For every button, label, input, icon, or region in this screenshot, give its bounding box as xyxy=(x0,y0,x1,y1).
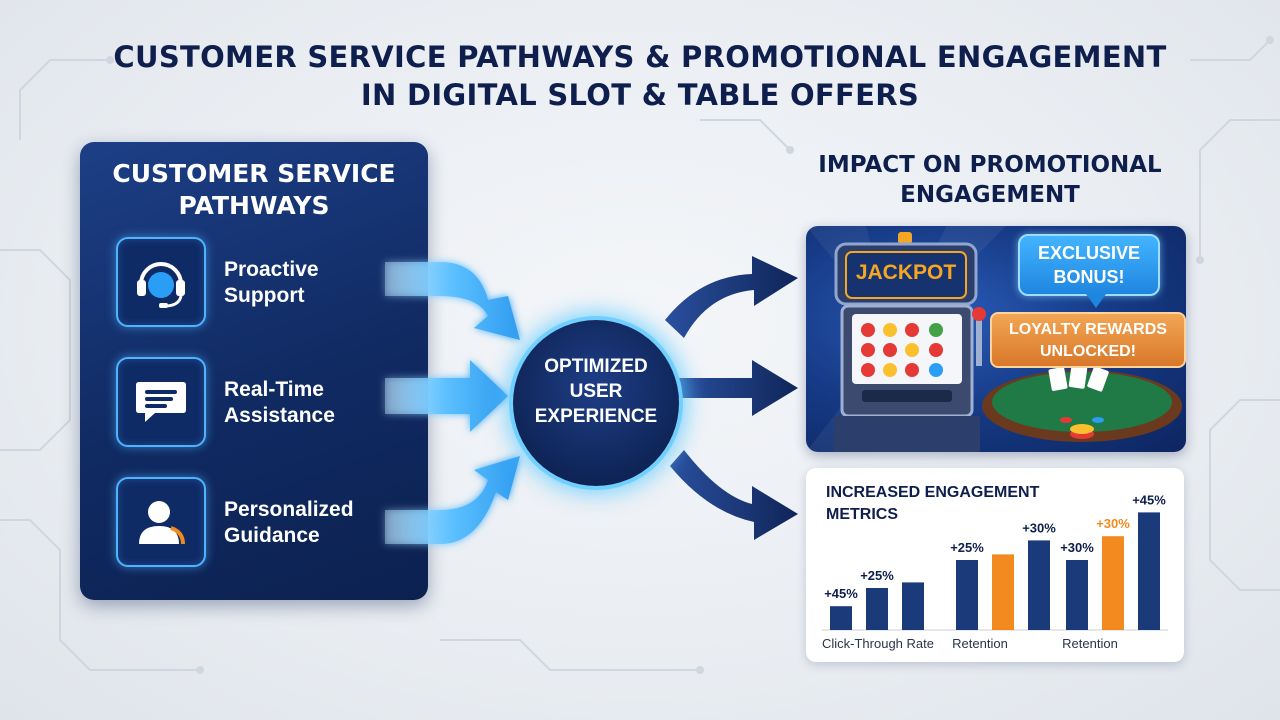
chart-category-label: Retention xyxy=(952,636,1008,651)
page-title-line1: CUSTOMER SERVICE PATHWAYS & PROMOTIONAL … xyxy=(113,40,1167,74)
loyalty-line2: UNLOCKED! xyxy=(1040,343,1136,360)
slot-reels xyxy=(861,323,943,377)
impact-title: IMPACT ON PROMOTIONAL ENGAGEMENT xyxy=(790,150,1190,210)
chart-data-label: +25% xyxy=(950,540,984,555)
pathway-label-line1: Real-Time xyxy=(224,378,324,401)
beacon-light-icon xyxy=(898,232,912,244)
pathway-label: Personalized Guidance xyxy=(224,497,354,549)
customer-service-panel: CUSTOMER SERVICE PATHWAYS Proactive Supp… xyxy=(80,142,428,600)
chart-bar xyxy=(902,582,924,630)
pathway-label-line2: Support xyxy=(224,284,305,307)
arrow-personalized-to-hub xyxy=(385,456,520,544)
chart-bar xyxy=(830,606,852,630)
pathway-label-line1: Proactive xyxy=(224,258,319,281)
pathway-label-line1: Personalized xyxy=(224,498,354,521)
chart-data-label: +45% xyxy=(1132,492,1166,507)
chart-category-label: Click-Through Rate xyxy=(822,636,934,651)
pathway-personalized-guidance: Personalized Guidance xyxy=(116,477,416,567)
jackpot-label: JACKPOT xyxy=(855,261,957,284)
chart-bar xyxy=(1066,560,1088,630)
bonus-line1: EXCLUSIVE xyxy=(1037,243,1141,263)
chart-data-label: +45% xyxy=(824,586,858,601)
panel-title-line1: CUSTOMER SERVICE xyxy=(112,159,396,188)
arrow-realtime-to-hub xyxy=(385,360,508,432)
chart-bar xyxy=(992,554,1014,630)
pathway-label-line2: Guidance xyxy=(224,524,320,547)
chart-bar xyxy=(1102,536,1124,630)
chart-category-label: Retention xyxy=(1062,636,1118,651)
impact-title-line2: ENGAGEMENT xyxy=(900,182,1080,208)
user-icon xyxy=(116,477,206,567)
pathway-label: Proactive Support xyxy=(224,257,319,309)
chart-data-label: +25% xyxy=(860,568,894,583)
chat-icon xyxy=(116,357,206,447)
optimized-user-experience-hub: OPTIMIZED USER EXPERIENCE xyxy=(513,320,679,486)
chart-data-label: +30% xyxy=(1060,540,1094,555)
loyalty-line1: LOYALTY REWARDS xyxy=(1009,321,1167,338)
page-title: CUSTOMER SERVICE PATHWAYS & PROMOTIONAL … xyxy=(0,38,1280,114)
chart-title-line2: METRICS xyxy=(826,506,898,523)
panel-title: CUSTOMER SERVICE PATHWAYS xyxy=(80,158,428,222)
slot-machine-illustration xyxy=(806,226,1182,452)
chart-title-line1: INCREASED ENGAGEMENT xyxy=(826,484,1040,501)
chart-data-label: +30% xyxy=(1022,520,1056,535)
bonus-line2: BONUS! xyxy=(1053,267,1125,287)
hub-label: OPTIMIZED USER EXPERIENCE xyxy=(513,354,679,429)
panel-title-line2: PATHWAYS xyxy=(178,191,330,220)
arrow-hub-to-promo-top xyxy=(665,256,798,338)
arrow-proactive-to-hub xyxy=(385,262,520,340)
slot-lever-icon xyxy=(972,307,986,321)
headset-icon xyxy=(116,237,206,327)
hub-label-line3: EXPERIENCE xyxy=(534,406,658,427)
engagement-bar-chart: +45%+25%Click-Through Rate+25%+30%Retent… xyxy=(822,492,1168,651)
chart-bar xyxy=(956,560,978,630)
hub-label-line1: OPTIMIZED xyxy=(544,356,648,377)
pathway-real-time-assistance: Real-Time Assistance xyxy=(116,357,416,447)
pathway-label-line2: Assistance xyxy=(224,404,335,427)
pathway-proactive-support: Proactive Support xyxy=(116,237,416,327)
chart-bar xyxy=(866,588,888,630)
hub-label-line2: USER xyxy=(569,381,623,402)
impact-title-line1: IMPACT ON PROMOTIONAL xyxy=(818,152,1162,178)
loyalty-rewards-badge: LOYALTY REWARDS UNLOCKED! xyxy=(990,312,1186,368)
chart-title: INCREASED ENGAGEMENT METRICS xyxy=(826,482,1086,526)
poker-chips-icon xyxy=(1060,417,1104,439)
arrow-hub-to-promo-mid xyxy=(678,360,798,416)
arrow-hub-to-metrics xyxy=(670,450,798,540)
chart-bar xyxy=(1138,512,1160,630)
pathway-label: Real-Time Assistance xyxy=(224,377,335,429)
chart-data-label: +30% xyxy=(1096,516,1130,531)
page-title-line2: IN DIGITAL SLOT & TABLE OFFERS xyxy=(360,78,920,112)
chart-bar xyxy=(1028,540,1050,630)
exclusive-bonus-badge: EXCLUSIVE BONUS! xyxy=(1018,234,1160,308)
